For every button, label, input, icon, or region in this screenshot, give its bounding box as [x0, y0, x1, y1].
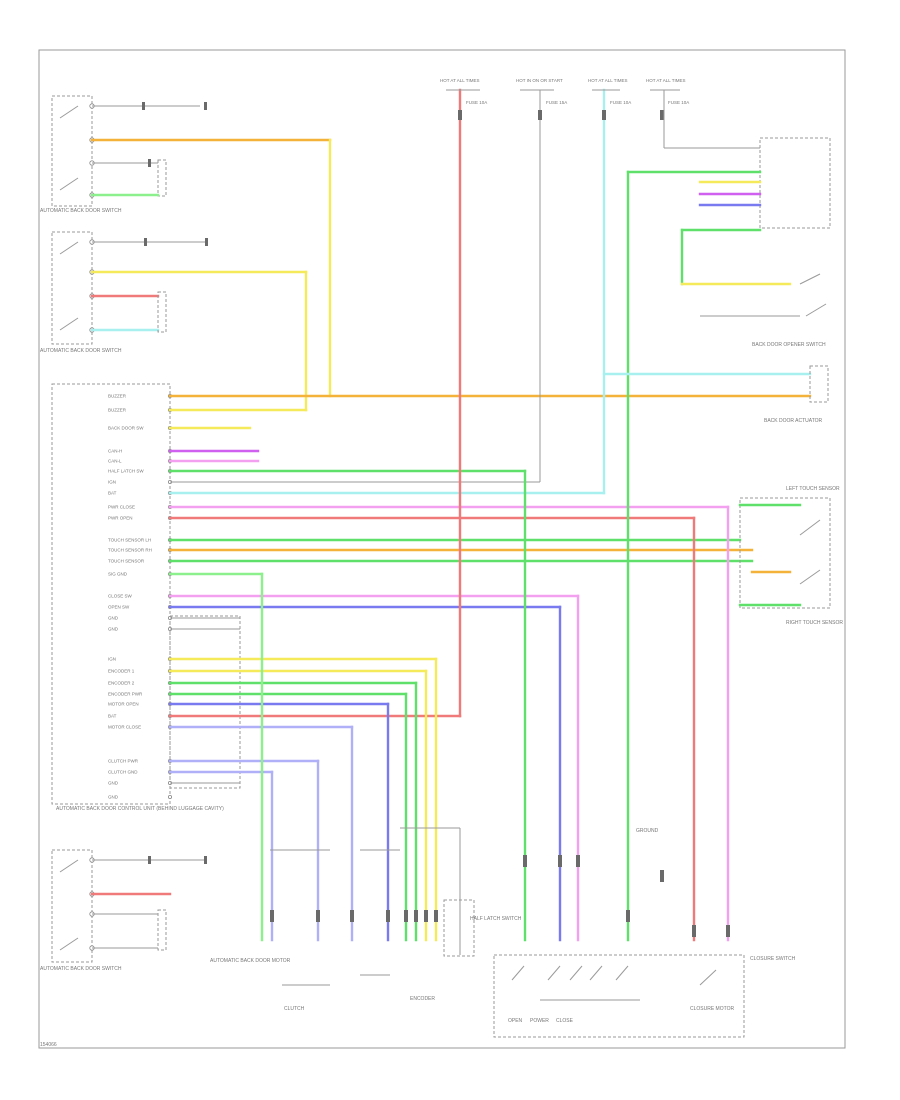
closure-switch-label: CLOSURE SWITCH: [750, 956, 796, 962]
pin-label: ENCODER PWR: [108, 692, 143, 697]
pin-label: PWR CLOSE: [108, 505, 135, 510]
actuator-label: BACK DOOR ACTUATOR: [764, 418, 823, 424]
motor-label: AUTOMATIC BACK DOOR MOTOR: [210, 958, 291, 964]
pin-label: TOUCH SENSOR RH: [108, 548, 152, 553]
pin-label: OPEN SW: [108, 605, 130, 610]
closure-switch-group: OPEN CLOSE POWER CLOSURE MOTOR CLOSURE S…: [493, 828, 796, 1038]
half-latch-label: HALF LATCH SWITCH: [470, 916, 522, 922]
pin-label: ENCODER 2: [108, 681, 135, 686]
pin-label: IGN: [108, 480, 116, 485]
pin-label: CAN-L: [108, 459, 122, 464]
motor-encoder-group: CLUTCH AUTOMATIC BACK DOOR MOTOR ENCODER…: [210, 827, 522, 1012]
pin-label: PWR OPEN: [108, 516, 133, 521]
fuse-label-4: FUSE 10A: [668, 100, 689, 105]
pin-label: CLUTCH GND: [108, 770, 138, 775]
pin-label-column: BUZZER BUZZER BACK DOOR SW CAN-H CAN-L HALF L…: [108, 394, 172, 800]
switch-assembly-top: AUTOMATIC BACK DOOR SWITCH: [40, 95, 332, 398]
pin-label: BAT: [108, 714, 117, 719]
pin-label: TOUCH SENSOR LH: [108, 538, 151, 543]
hot-label-1: HOT AT ALL TIMES: [440, 78, 480, 83]
control-unit-wires: [168, 394, 812, 784]
pin-label: IGN: [108, 657, 116, 662]
closure-motor-label: CLOSURE MOTOR: [690, 1006, 734, 1012]
pin-terminal: [167, 795, 172, 800]
touch-sensor-l-label: LEFT TOUCH SENSOR: [786, 486, 840, 492]
pin-label: SIG GND: [108, 572, 128, 577]
pin-label: MOTOR OPEN: [108, 702, 139, 707]
pin-label: GND: [108, 795, 119, 800]
lower-connectors: [270, 855, 730, 937]
pin-label: CAN-H: [108, 449, 122, 454]
pin-label: BAT: [108, 491, 117, 496]
ground-label: GROUND: [636, 828, 659, 834]
back-door-switch-label: BACK DOOR OPENER SWITCH: [752, 342, 826, 348]
fuse-label-1: FUSE 10A: [466, 100, 487, 105]
switch-assembly-bottom: AUTOMATIC BACK DOOR SWITCH: [40, 849, 207, 972]
pin-label: HALF LATCH SW: [108, 469, 144, 474]
switch-bottom-label: AUTOMATIC BACK DOOR SWITCH: [40, 966, 122, 972]
fuse-label-2: FUSE 15A: [546, 100, 567, 105]
vertical-wires: [260, 88, 730, 942]
control-unit-label: AUTOMATIC BACK DOOR CONTROL UNIT (BEHIND…: [56, 806, 224, 812]
pin-label: ENCODER 1: [108, 669, 135, 674]
fuse-label-3: FUSE 10A: [610, 100, 631, 105]
pin-label: CLOSE SW: [108, 594, 133, 599]
pin-label: BUZZER: [108, 394, 127, 399]
pin-label: GND: [108, 616, 119, 621]
clutch-label: CLUTCH: [284, 1006, 305, 1012]
pin-label: GND: [108, 781, 119, 786]
pin-label: MOTOR CLOSE: [108, 725, 141, 730]
touch-sensor-r-label: RIGHT TOUCH SENSOR: [786, 620, 843, 626]
power-label: POWER: [530, 1018, 549, 1024]
switch-assembly-middle: AUTOMATIC BACK DOOR SWITCH: [40, 231, 308, 412]
figure-id: 154066: [40, 1042, 57, 1048]
open-label: OPEN: [508, 1018, 523, 1024]
pin-label: TOUCH SENSOR: [108, 559, 145, 564]
pin-label: BUZZER: [108, 408, 127, 413]
pin-label: GND: [108, 627, 119, 632]
back-door-opener-switch: BACK DOOR OPENER SWITCH: [626, 137, 831, 348]
hot-label-4: HOT AT ALL TIMES: [646, 78, 686, 83]
pin-label: CLUTCH PWR: [108, 759, 139, 764]
encoder-label: ENCODER: [410, 996, 435, 1002]
control-unit: AUTOMATIC BACK DOOR CONTROL UNIT (BEHIND…: [51, 383, 241, 812]
hot-label-3: HOT AT ALL TIMES: [588, 78, 628, 83]
switch-middle-label: AUTOMATIC BACK DOOR SWITCH: [40, 348, 122, 354]
close-label: CLOSE: [556, 1018, 574, 1024]
diagram-frame: [38, 49, 846, 1049]
switch-top-label: AUTOMATIC BACK DOOR SWITCH: [40, 208, 122, 214]
right-components: BACK DOOR ACTUATOR LEFT TOUCH SENSOR RIG…: [602, 365, 843, 626]
fuse-feeds: FUSE 10A FUSE 15A FUSE 10A FUSE 10A HOT …: [440, 78, 760, 149]
hot-label-2: HOT IN ON OR START: [516, 78, 563, 83]
pin-label: BACK DOOR SW: [108, 426, 144, 431]
